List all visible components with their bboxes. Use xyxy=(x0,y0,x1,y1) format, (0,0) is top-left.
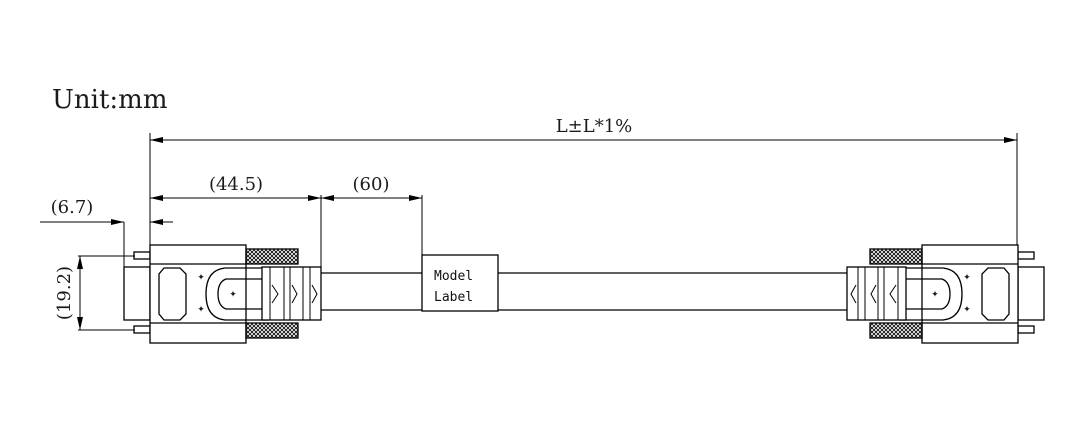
plug-length-dimension: (44.5) xyxy=(150,174,322,270)
overall-length-text: L±L*1% xyxy=(556,116,633,137)
connector-height-text: (19.2) xyxy=(54,266,75,320)
svg-text:✦: ✦ xyxy=(197,305,205,315)
svg-text:✦: ✦ xyxy=(963,273,971,283)
left-pin-top xyxy=(133,251,151,260)
svg-text:✦: ✦ xyxy=(229,290,237,300)
svg-text:✦: ✦ xyxy=(931,290,939,300)
label-offset-text: (60) xyxy=(353,174,390,195)
left-connector: ✦ ✦ ✦ xyxy=(123,244,322,344)
label-offset-dimension: (60) xyxy=(321,174,423,256)
left-screw-top xyxy=(245,248,299,265)
shell-offset-dimension: (6.7) xyxy=(40,197,173,268)
right-connector-body xyxy=(921,244,1019,344)
svg-text:✦: ✦ xyxy=(197,273,205,283)
label-line-1: Model xyxy=(434,269,473,284)
left-latch xyxy=(205,267,268,321)
shell-offset-text: (6.7) xyxy=(51,197,94,218)
right-boot xyxy=(846,266,907,321)
svg-text:✦: ✦ xyxy=(963,305,971,315)
right-shell-face xyxy=(1017,266,1045,321)
right-connector: ✦ ✦ ✦ xyxy=(846,244,1045,344)
connector-height-dimension: (19.2) xyxy=(54,255,135,331)
left-window xyxy=(158,267,187,321)
model-label: Model Label xyxy=(421,254,499,312)
right-window xyxy=(981,267,1010,321)
plug-length-text: (44.5) xyxy=(209,174,263,195)
right-pin-top xyxy=(1017,251,1035,260)
label-line-2: Label xyxy=(434,290,473,305)
left-boot xyxy=(261,266,322,321)
label-box xyxy=(421,254,499,312)
unit-title: Unit:mm xyxy=(52,85,168,115)
left-screw-bottom xyxy=(245,322,299,339)
left-connector-body xyxy=(149,244,247,344)
cable xyxy=(321,272,848,311)
right-screw-bottom xyxy=(869,322,923,339)
overall-length-dimension: L±L*1% xyxy=(149,116,1018,248)
right-latch xyxy=(900,267,963,321)
right-pin-bottom xyxy=(1017,325,1035,334)
left-shell-face xyxy=(123,266,151,321)
left-pin-bottom xyxy=(133,325,151,334)
right-screw-top xyxy=(869,248,923,265)
